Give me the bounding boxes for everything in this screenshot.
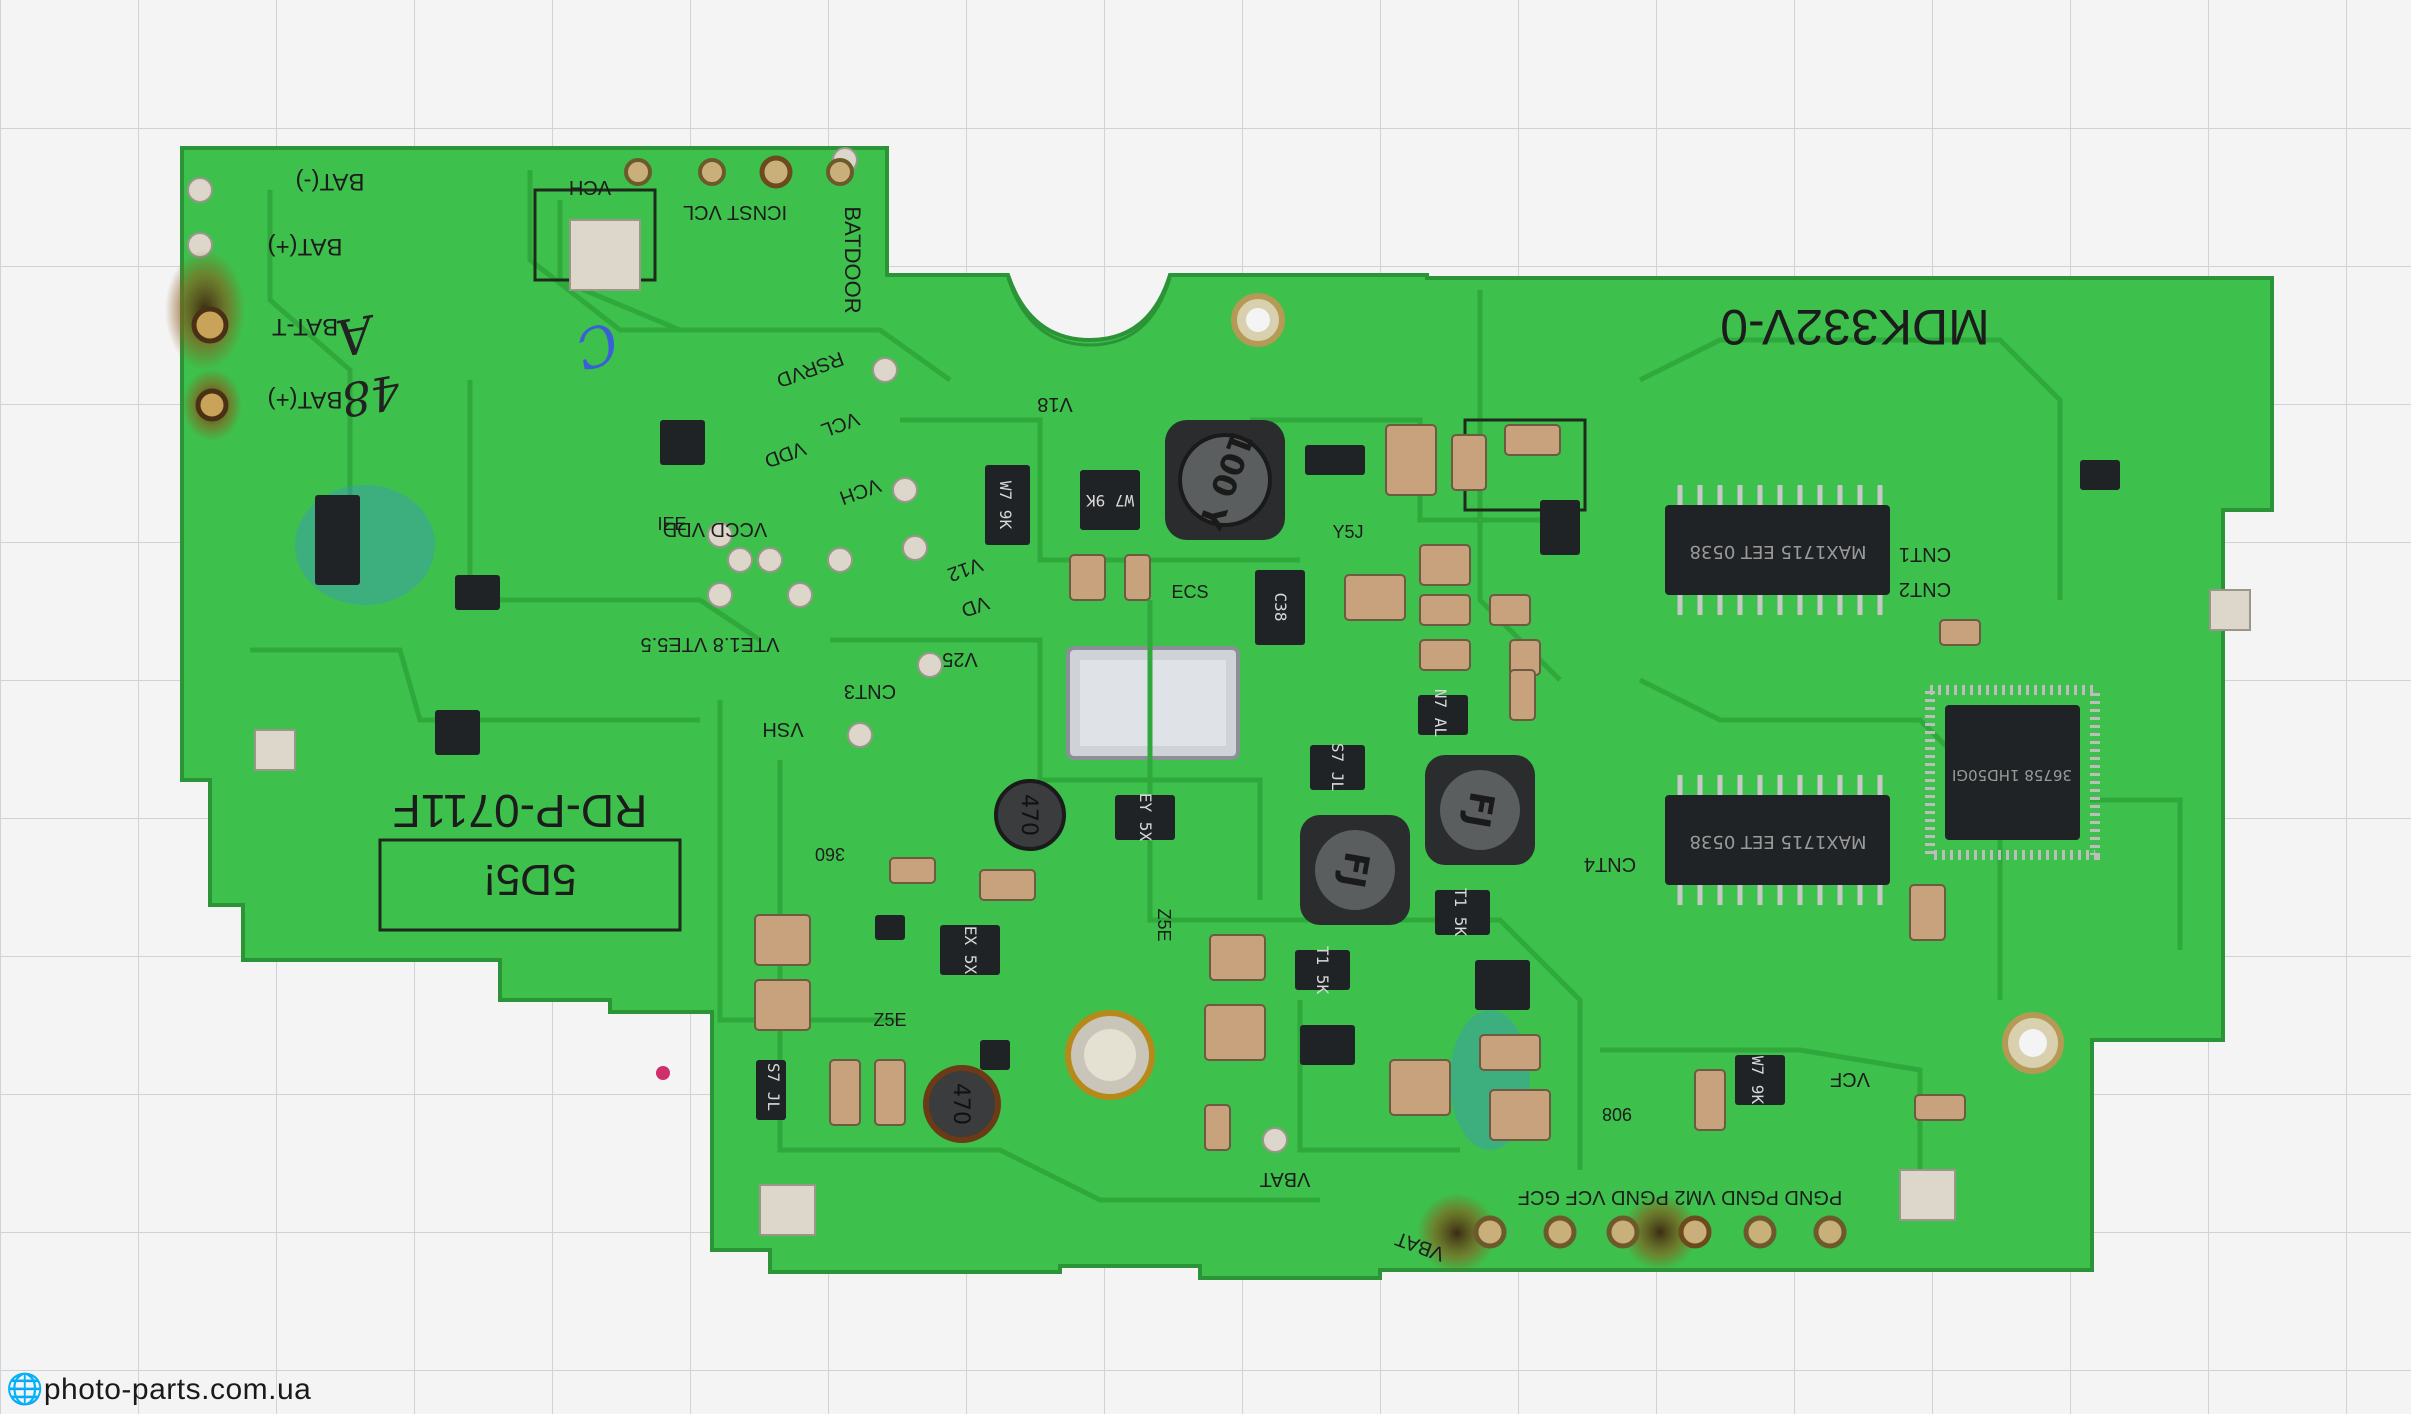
qfp-marking: 36758 1HD50GI [1952, 766, 2072, 784]
ic-max1715-1-marking: MAX1715 EET 0538 [1690, 541, 1867, 562]
board-id: MDK332V-0 [1720, 299, 1990, 355]
label-v25: V25 [942, 648, 978, 670]
capacitor-round [1065, 1010, 1155, 1100]
inductor-fj-2-label: FJ [1456, 789, 1502, 831]
label-icnst: ICNST VCL [683, 201, 787, 223]
watermark-text: photo-parts.com.ua [43, 1373, 312, 1406]
inductor-fj-2: FJ [1425, 755, 1535, 865]
smd-transistors [315, 420, 2120, 1120]
mark-w7-1: W7 9K [996, 481, 1015, 530]
label-vch-top: VCH [569, 176, 611, 198]
watermark: 🌐photo-parts.com.ua [6, 1372, 311, 1407]
inductor-fj-1-label: FJ [1331, 849, 1377, 891]
test-pads [187, 147, 2251, 1236]
ic-max1715-2-marking: MAX1715 EET 0538 [1690, 831, 1867, 852]
label-vbat: VBAT [1260, 1168, 1311, 1190]
label-bat-plus: BAT(+) [268, 233, 343, 260]
part-number: RD-P-0711F [393, 785, 648, 837]
inductor-470-b-label: 470 [948, 1083, 973, 1125]
mark-w7-2: W7 9K [1086, 491, 1135, 510]
label-vcf: VCF [1830, 1068, 1870, 1090]
ic-max1715-1: MAX1715 EET 0538 [1665, 485, 1890, 615]
mark-n7-al: N7 AL [1431, 689, 1450, 737]
top-connector-pins [624, 155, 854, 189]
bottom-connector-pins [1473, 1215, 1847, 1249]
mark-c38: C38 [1271, 593, 1290, 622]
label-bottom-connector: PGND PGND VM2 PGND VCF GCF [1518, 1186, 1842, 1208]
window-inner [1080, 660, 1226, 746]
mark-ecs: ECS [1171, 582, 1208, 602]
globe-icon: 🌐 [6, 1373, 44, 1406]
inductor-100y: 100 Y [1165, 420, 1285, 540]
mark-w7-3: W7 9K [1748, 1056, 1767, 1105]
inductor-470-a-label: 470 [1016, 794, 1041, 836]
label-bat-minus: BAT(-) [296, 168, 365, 195]
mark-y5j: Y5J [1332, 522, 1363, 542]
copper-traces [250, 170, 2183, 1203]
label-v18: V18 [1037, 393, 1073, 415]
red-marker-dot [656, 1066, 670, 1080]
label-vte: VTE1.8 VTE5.5 [641, 633, 780, 655]
label-cnt1: CNT1 [1899, 543, 1951, 565]
label-cnt3: CNT3 [844, 680, 896, 702]
mark-z5e-1: Z5E [1154, 908, 1174, 941]
inductor-fj-1: FJ [1300, 815, 1410, 925]
mounting-holes [1231, 293, 2064, 1074]
label-cnt2: CNT2 [1899, 578, 1951, 600]
date-code: 5D5! [484, 855, 577, 904]
mark-iee: IEE [657, 514, 686, 534]
component-markings: W7 9K W7 9K W7 9K S7 JL S7 JL N7 AL EY 5… [764, 481, 1767, 1111]
mark-t1-5k-1: T1 5K [1451, 888, 1470, 937]
ic-max1715-2: MAX1715 EET 0538 [1665, 775, 1890, 905]
label-batdoor: BATDOOR [840, 206, 865, 313]
smd-passives [754, 424, 1981, 1151]
mark-t1-5k-2: T1 5K [1313, 946, 1332, 995]
mark-ey-5x: EY 5X [1136, 793, 1155, 842]
mark-z5e-2: Z5E [873, 1010, 906, 1030]
inductor-470-b: 470 [923, 1065, 1001, 1143]
inductor-470-a: 470 [994, 779, 1066, 851]
label-vccd-vdd: VCCD VDD [663, 518, 767, 540]
label-bat-t: BAT-T [272, 313, 339, 340]
board-notch [1006, 277, 1172, 347]
mark-s7-1: S7 JL [1328, 743, 1347, 791]
mark-ex-5x: EX 5X [961, 926, 980, 975]
label-bat-plus-2: BAT(+) [268, 386, 343, 413]
silk-small-markings: Z5E Z5E Y5J IEE ECS 360 908 [657, 514, 1632, 1124]
mark-s7-2: S7 JL [764, 1063, 783, 1111]
battery-solder-burns [165, 250, 1698, 1273]
label-cnt4: CNT4 [1584, 853, 1636, 875]
mark-360: 360 [815, 844, 845, 864]
handwritten-48: 48 [337, 364, 405, 428]
ic-qfp-controller: 36758 1HD50GI [1925, 685, 2100, 860]
label-vsh: VSH [762, 718, 803, 740]
mark-908: 908 [1602, 1104, 1632, 1124]
